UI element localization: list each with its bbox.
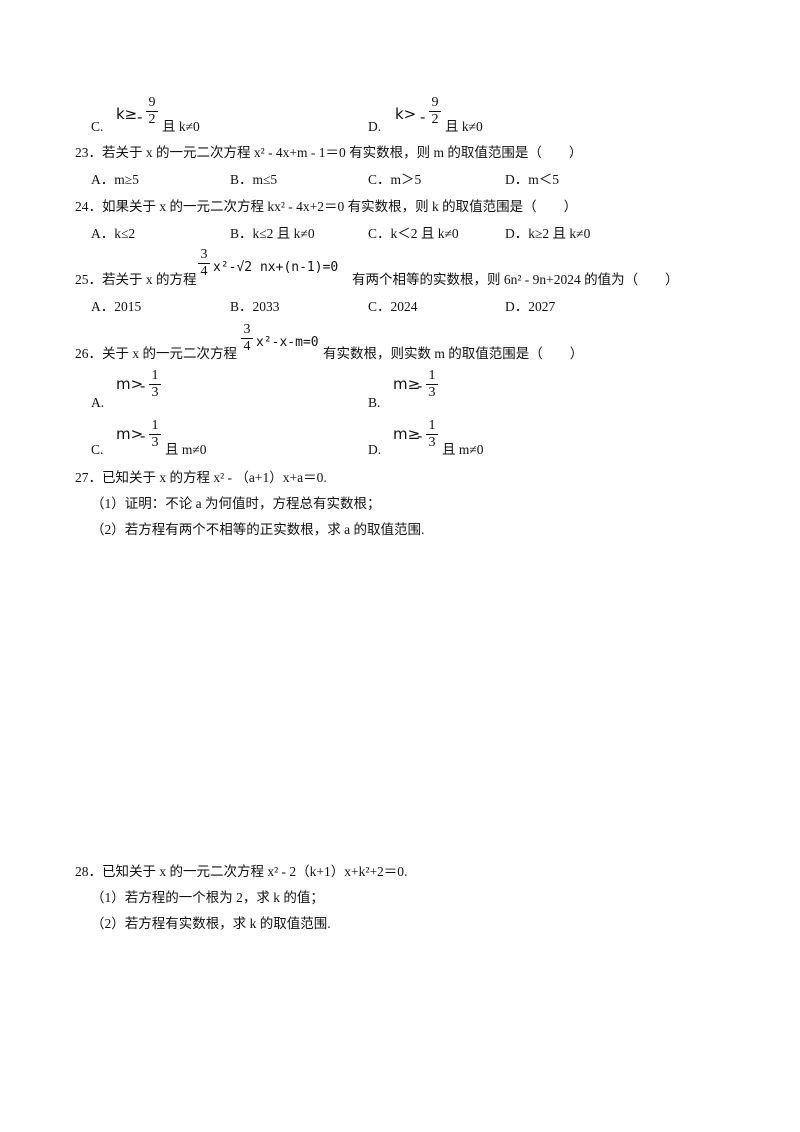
- q22-option-c-minus: -: [137, 108, 143, 126]
- q26-option-b-label: B.: [368, 395, 381, 410]
- q22-option-d-denominator: 2: [431, 112, 439, 127]
- q26-equation: x²-x-m=0: [256, 335, 319, 350]
- q25-stem-start: 25．若关于 x 的方程: [75, 272, 197, 287]
- q25-option-a: A．2015: [91, 299, 142, 314]
- q22-option-c-relation: k≥: [116, 105, 138, 123]
- q25-option-c: C．2024: [368, 299, 418, 314]
- q25-equation: x²-√2 nx+(n-1)=0: [213, 260, 339, 275]
- q26-option-c-fraction: 1 3: [149, 419, 161, 450]
- q26-option-c-condition: 且 m≠0: [165, 442, 207, 457]
- q23-option-a: A．m≥5: [91, 172, 139, 187]
- q24-option-a: A．k≤2: [91, 226, 136, 241]
- fraction-bar: [149, 434, 161, 435]
- q28-part-2: （2）若方程有实数根，求 k 的取值范围.: [91, 916, 331, 931]
- q26-option-a-numerator: 1: [151, 368, 159, 383]
- q26-equation-denominator: 4: [243, 339, 251, 354]
- q26-option-a-relation: m>: [116, 375, 144, 393]
- q24-option-b: B．k≤2 且 k≠0: [230, 226, 315, 241]
- q25-equation-fraction: 3 4: [198, 248, 210, 279]
- fraction-bar: [426, 434, 438, 435]
- q23-option-c: C．m＞5: [368, 172, 422, 187]
- q25-equation-numerator: 3: [200, 247, 208, 262]
- q23-option-b: B．m≤5: [230, 172, 278, 187]
- q25-equation-denominator: 4: [200, 264, 208, 279]
- q26-option-a-denominator: 3: [151, 385, 159, 400]
- q26-option-b-fraction: 1 3: [426, 369, 438, 400]
- q22-option-d-relation: k>: [395, 105, 417, 123]
- q26-option-c-numerator: 1: [151, 418, 159, 433]
- q25-stem-end: 有两个相等的实数根，则 6n² - 9n+2024 的值为（ ）: [352, 272, 679, 287]
- q26-option-c-denominator: 3: [151, 435, 159, 450]
- q27-part-1: （1）证明：不论 a 为何值时，方程总有实数根；: [91, 496, 381, 511]
- q22-option-c-condition: 且 k≠0: [162, 119, 200, 134]
- q24-option-c: C．k＜2 且 k≠0: [368, 226, 459, 241]
- q24-stem: 24．如果关于 x 的一元二次方程 kx² - 4x+2＝0 有实数根，则 k …: [75, 199, 578, 214]
- q22-option-d-label: D.: [368, 119, 382, 134]
- q22-option-d-fraction: 9 2: [429, 96, 441, 127]
- q26-option-a-minus: -: [140, 377, 146, 395]
- q22-option-d-condition: 且 k≠0: [445, 119, 483, 134]
- q26-option-d-label: D.: [368, 442, 382, 457]
- q27-stem: 27．已知关于 x 的方程 x² - （a+1）x+a＝0.: [75, 470, 327, 485]
- fraction-bar: [198, 263, 210, 264]
- q24-option-d: D．k≥2 且 k≠0: [505, 226, 591, 241]
- fraction-bar: [429, 111, 441, 112]
- q26-equation-numerator: 3: [243, 322, 251, 337]
- q22-option-d-numerator: 9: [431, 95, 439, 110]
- q28-part-1: （1）若方程的一个根为 2，求 k 的值；: [91, 890, 324, 905]
- q23-stem: 23．若关于 x 的一元二次方程 x² - 4x+m - 1＝0 有实数根，则 …: [75, 145, 583, 160]
- fraction-bar: [146, 111, 158, 112]
- q26-equation-fraction: 3 4: [241, 323, 253, 354]
- q26-option-b-numerator: 1: [428, 368, 436, 383]
- q28-stem: 28．已知关于 x 的一元二次方程 x² - 2（k+1）x+k²+2＝0.: [75, 864, 408, 879]
- q26-option-b-minus: -: [417, 377, 423, 395]
- q25-option-b: B．2033: [230, 299, 280, 314]
- q22-option-c-numerator: 9: [148, 95, 156, 110]
- q23-option-d: D．m＜5: [505, 172, 559, 187]
- q22-option-c-denominator: 2: [148, 112, 156, 127]
- q26-option-b-denominator: 3: [428, 385, 436, 400]
- q25-option-d: D．2027: [505, 299, 556, 314]
- q26-option-d-relation: m≥: [393, 425, 421, 443]
- q26-option-d-condition: 且 m≠0: [442, 442, 484, 457]
- q26-stem-start: 26．关于 x 的一元二次方程: [75, 346, 237, 361]
- q26-stem-end: 有实数根，则实数 m 的取值范围是（ ）: [323, 346, 584, 361]
- q26-option-b-relation: m≥: [393, 375, 421, 393]
- q26-option-d-denominator: 3: [428, 435, 436, 450]
- q27-part-2: （2）若方程有两个不相等的正实数根，求 a 的取值范围.: [91, 522, 425, 537]
- q22-option-c-label: C.: [91, 119, 104, 134]
- q26-option-d-fraction: 1 3: [426, 419, 438, 450]
- q26-option-a-label: A.: [91, 395, 105, 410]
- q26-option-a-fraction: 1 3: [149, 369, 161, 400]
- fraction-bar: [149, 384, 161, 385]
- q26-option-c-label: C.: [91, 442, 104, 457]
- q26-option-c-relation: m>: [116, 425, 144, 443]
- fraction-bar: [426, 384, 438, 385]
- q22-option-d-minus: -: [420, 108, 426, 126]
- q22-option-c-fraction: 9 2: [146, 96, 158, 127]
- fraction-bar: [241, 338, 253, 339]
- q26-option-d-numerator: 1: [428, 418, 436, 433]
- q26-option-c-minus: -: [140, 427, 146, 445]
- q26-option-d-minus: -: [417, 427, 423, 445]
